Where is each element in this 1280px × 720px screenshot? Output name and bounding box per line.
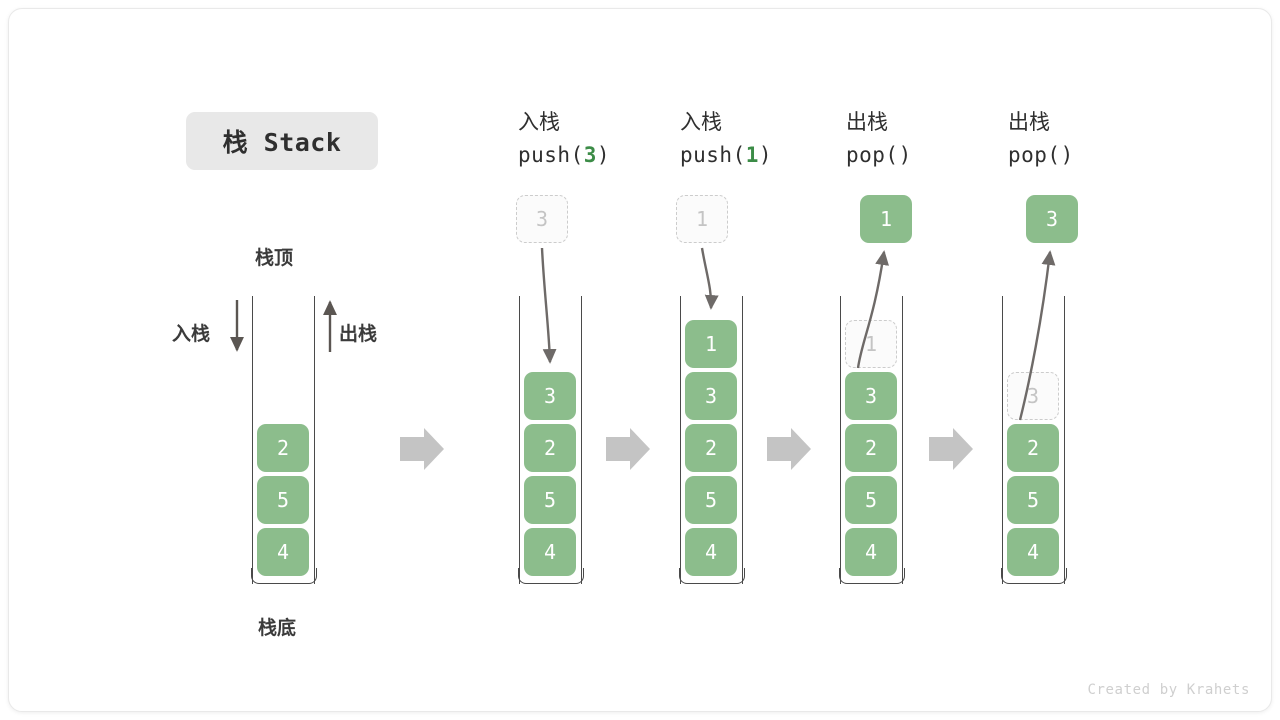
- stack-element: 2: [524, 424, 576, 472]
- push-direction-label: 入栈: [172, 323, 211, 345]
- code-post: ): [758, 143, 773, 168]
- stack-container-pop-1: 1 3 2 5 4: [839, 296, 905, 584]
- popped-element: 3: [1026, 195, 1078, 243]
- stack-floor: [679, 568, 745, 584]
- stack-wall-left: [252, 296, 253, 584]
- column-header-code: pop(): [846, 139, 1006, 172]
- stack-element: 5: [524, 476, 576, 524]
- stack-element: 5: [1007, 476, 1059, 524]
- code-arg: 1: [745, 143, 759, 168]
- code-pre: push(: [680, 143, 746, 168]
- column-header-code: push(1): [680, 139, 840, 172]
- stack-element: 2: [685, 424, 737, 472]
- incoming-element-ghost: 1: [676, 195, 728, 243]
- stack-top-label: 栈顶: [255, 247, 294, 269]
- stack-floor: [518, 568, 584, 584]
- column-header-push-1: 入栈 push(1): [680, 106, 840, 172]
- code-post: ): [898, 143, 912, 168]
- stack-element: 2: [257, 424, 309, 472]
- stack-floor: [251, 568, 317, 584]
- column-header-cn: 出栈: [1008, 110, 1050, 134]
- stack-element: 4: [845, 528, 897, 576]
- code-pre: pop(: [846, 143, 899, 168]
- stack-element: 3: [685, 372, 737, 420]
- stack-slots: 1 3 2 5 4: [685, 316, 739, 576]
- stack-container-pop-2: 3 2 5 4: [1001, 296, 1067, 584]
- stack-element: 2: [1007, 424, 1059, 472]
- stack-element: 3: [845, 372, 897, 420]
- stack-element-ghost: 1: [845, 320, 897, 368]
- stack-element: 5: [257, 476, 309, 524]
- stack-element: 4: [524, 528, 576, 576]
- stack-slots: 3 2 5 4: [1007, 368, 1061, 576]
- stack-wall-right: [1064, 296, 1066, 584]
- code-pre: push(: [518, 143, 584, 168]
- stack-wall-left: [840, 296, 841, 584]
- stack-element: 4: [685, 528, 737, 576]
- stack-bottom-label: 栈底: [258, 617, 297, 639]
- stack-wall-right: [902, 296, 904, 584]
- column-header-cn: 入栈: [518, 110, 560, 134]
- stack-element: 2: [845, 424, 897, 472]
- stack-container-initial: 2 5 4: [251, 296, 317, 584]
- diagram-title-chip: 栈 Stack: [186, 112, 378, 170]
- stack-element: 1: [685, 320, 737, 368]
- column-header-cn: 入栈: [680, 110, 722, 134]
- stack-slots: 3 2 5 4: [524, 368, 578, 576]
- stack-element: 5: [845, 476, 897, 524]
- column-header-push-3: 入栈 push(3): [518, 106, 678, 172]
- credit-text: Created by Krahets: [1087, 682, 1250, 698]
- stack-wall-left: [680, 296, 681, 584]
- popped-element: 1: [860, 195, 912, 243]
- column-header-pop-1: 出栈 pop(): [846, 106, 1006, 172]
- stack-wall-left: [1002, 296, 1003, 584]
- stack-element: 5: [685, 476, 737, 524]
- stack-element-ghost: 3: [1007, 372, 1059, 420]
- stack-wall-right: [314, 296, 316, 584]
- code-pre: pop(: [1008, 143, 1061, 168]
- incoming-element-ghost: 3: [516, 195, 568, 243]
- stack-container-push-3: 3 2 5 4: [518, 296, 584, 584]
- stack-floor: [839, 568, 905, 584]
- stack-wall-right: [581, 296, 583, 584]
- pop-direction-label: 出栈: [339, 323, 378, 345]
- column-header-pop-2: 出栈 pop(): [1008, 106, 1168, 172]
- stack-slots: 2 5 4: [257, 420, 311, 576]
- stack-element: 4: [1007, 528, 1059, 576]
- stack-element: 4: [257, 528, 309, 576]
- stack-floor: [1001, 568, 1067, 584]
- stack-slots: 1 3 2 5 4: [845, 316, 899, 576]
- code-post: ): [596, 143, 611, 168]
- stack-container-push-1: 1 3 2 5 4: [679, 296, 745, 584]
- stack-element: 3: [524, 372, 576, 420]
- code-arg: 3: [583, 143, 597, 168]
- code-post: ): [1060, 143, 1074, 168]
- stack-wall-left: [519, 296, 520, 584]
- column-header-cn: 出栈: [846, 110, 888, 134]
- column-header-code: push(3): [518, 139, 678, 172]
- column-header-code: pop(): [1008, 139, 1168, 172]
- stack-wall-right: [742, 296, 744, 584]
